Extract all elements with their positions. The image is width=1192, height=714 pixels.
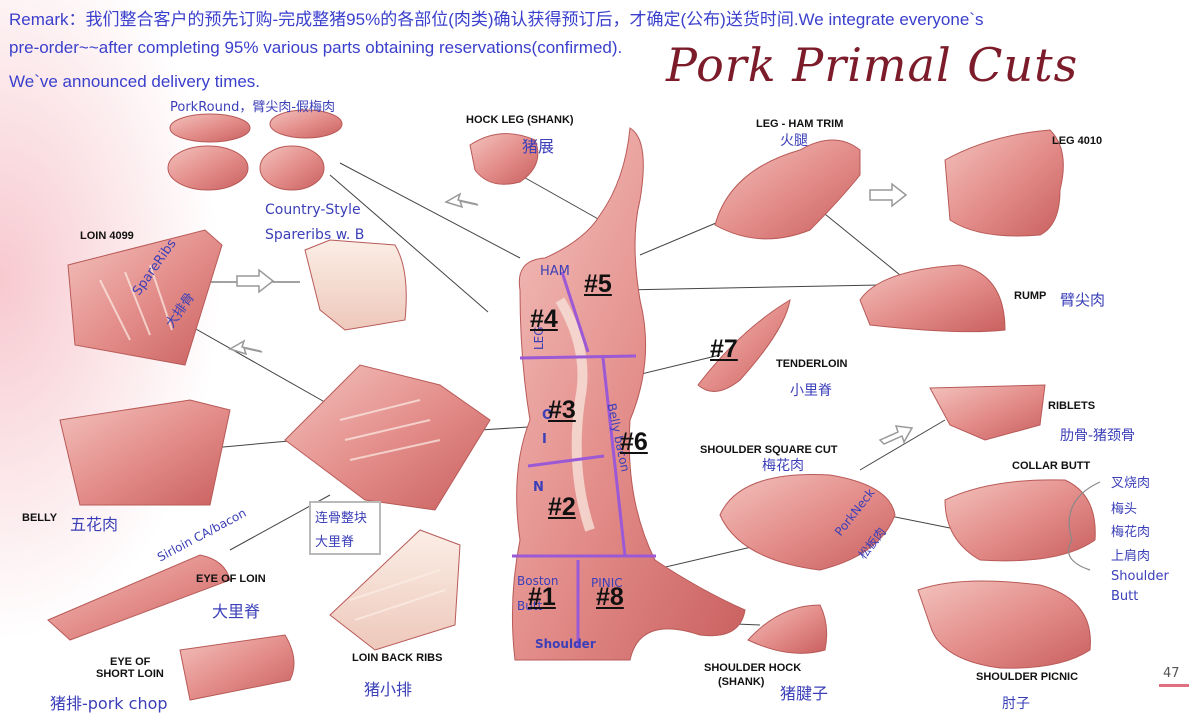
label-leg-ham-trim-zh: 火腿: [780, 133, 808, 149]
section-number-8: #8: [596, 583, 624, 611]
section-number-6: #6: [620, 428, 648, 456]
page-number-underline: [1159, 684, 1189, 687]
remark-line-1: Remark：我们整合客户的预先订购-完成整猪95%的各部位(肉类)确认获得预订…: [9, 10, 984, 29]
label-country-style-1: Country-Style: [265, 202, 361, 218]
section-number-5: #5: [584, 270, 612, 298]
label-shoulder-hock-en-2: (SHANK): [718, 676, 765, 688]
label-riblets-zh: 肋骨-猪颈骨: [1060, 428, 1136, 444]
section-number-2: #2: [548, 493, 576, 521]
label-collar-butt-en: COLLAR BUTT: [1012, 460, 1091, 472]
label-collar-butt-zh-3: 梅花肉: [1111, 525, 1151, 540]
label-ham: HAM: [540, 264, 570, 279]
label-eye-short-loin-2: SHORT LOIN: [96, 668, 164, 680]
label-loin-back-ribs-zh: 猪小排: [364, 680, 413, 699]
label-boston-2: Butt: [517, 599, 543, 613]
label-leg-4010: LEG 4010: [1052, 135, 1103, 147]
label-collar-butt-zh-4: 上肩肉: [1111, 549, 1151, 564]
label-country-style-2: Spareribs w. B: [265, 227, 365, 243]
section-number-4: #4: [530, 305, 558, 333]
label-riblets-en: RIBLETS: [1048, 400, 1096, 412]
label-hock-leg-zh: 猪展: [522, 137, 555, 156]
label-collar-butt-zh-6: Butt: [1111, 589, 1139, 604]
label-tenderloin-zh: 小里脊: [790, 383, 832, 399]
section-number-3: #3: [548, 396, 576, 424]
label-box: [309, 501, 381, 555]
label-belly-zh: 五花肉: [70, 515, 119, 534]
label-collar-butt-zh-1: 叉烧肉: [1111, 476, 1151, 491]
division-lines: [512, 271, 656, 648]
label-loin-letter-i: I: [542, 432, 547, 447]
section-number-1: #1: [528, 583, 556, 611]
diagram-title: Pork Primal Cuts: [666, 38, 1079, 92]
label-pork-chop: 猪排-pork chop: [50, 694, 168, 713]
remark-line-2: pre-order~~after completing 95% various …: [9, 38, 623, 57]
label-box-line-2: 大里脊: [315, 535, 355, 550]
label-shoulder: Shoulder: [535, 637, 596, 651]
label-collar-butt-zh-2: 梅头: [1111, 502, 1138, 517]
label-pork-round: PorkRound，臂尖肉-假梅肉: [170, 100, 336, 115]
label-eye-of-loin-en: EYE OF LOIN: [196, 573, 266, 585]
carcass: [511, 127, 746, 661]
remark-line-3: We`ve announced delivery times.: [9, 72, 261, 91]
arrows: [228, 182, 914, 445]
label-loin-letter-o: O: [542, 408, 554, 423]
connector-lines: [179, 119, 961, 626]
label-rump-en: RUMP: [1014, 290, 1047, 302]
label-collar-butt-zh-5: Shoulder: [1111, 569, 1169, 584]
label-rump-zh: 臂尖肉: [1060, 291, 1106, 309]
label-tenderloin-en: TENDERLOIN: [776, 358, 848, 370]
label-shoulder-hock-en-1: SHOULDER HOCK: [704, 662, 802, 674]
label-shoulder-square-zh: 梅花肉: [762, 458, 804, 474]
label-shoulder-picnic-en: SHOULDER PICNIC: [976, 671, 1079, 683]
label-leg-ham-trim-en: LEG - HAM TRIM: [756, 118, 844, 130]
label-boston-1: Boston: [517, 574, 559, 588]
page-number: 47: [1163, 666, 1180, 681]
label-loin-back-ribs-en: LOIN BACK RIBS: [352, 652, 443, 664]
label-box-line-1: 连骨整块: [315, 511, 368, 526]
label-belly-en: BELLY: [22, 512, 58, 524]
label-shoulder-square-en: SHOULDER SQUARE CUT: [700, 444, 838, 456]
label-shoulder-hock-zh: 猪腱子: [780, 684, 829, 703]
label-shoulder-picnic-zh: 肘子: [1002, 696, 1030, 712]
label-loin-letter-n: N: [533, 480, 544, 495]
label-loin-4099: LOIN 4099: [80, 230, 134, 242]
label-eye-short-loin-1: EYE OF: [110, 656, 151, 668]
label-hock-leg-en: HOCK LEG (SHANK): [466, 114, 574, 126]
section-number-7: #7: [710, 335, 738, 363]
label-eye-of-loin-zh: 大里脊: [212, 602, 261, 621]
label-pinic: PINIC: [591, 576, 623, 590]
